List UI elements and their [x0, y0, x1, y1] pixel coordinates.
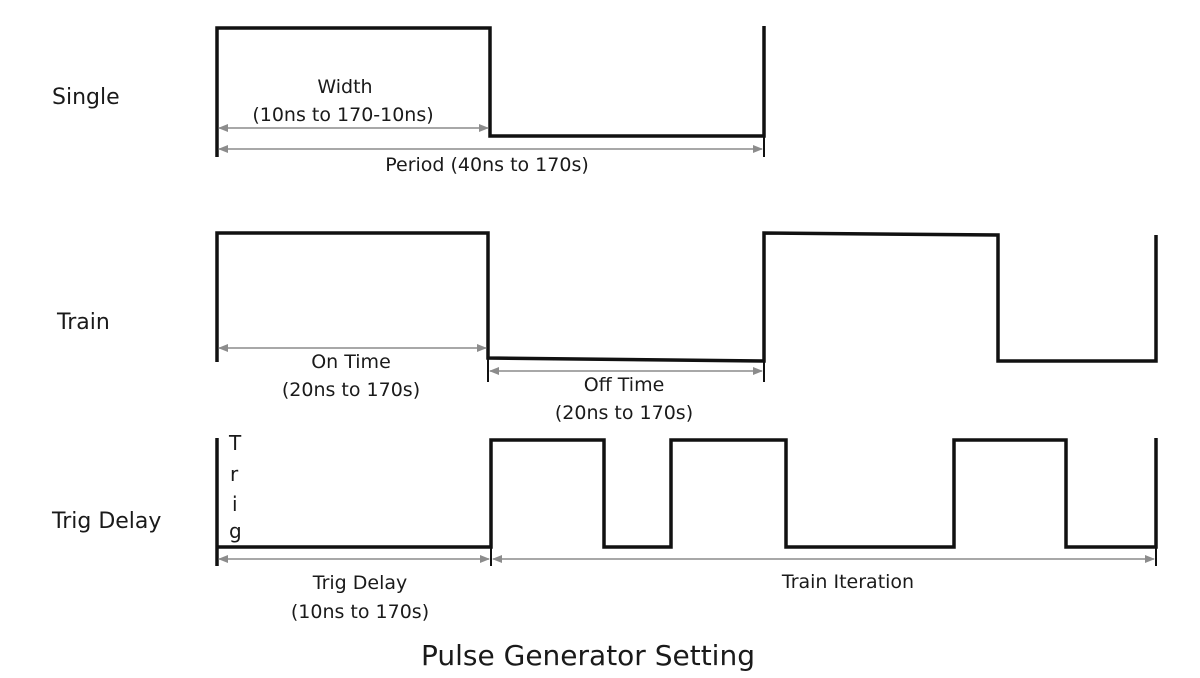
trig-letter-t: T — [228, 431, 242, 455]
trig-letter-r: r — [230, 462, 239, 486]
diagram-title: Pulse Generator Setting — [421, 639, 755, 672]
trig-delay-row-label: Trig Delay — [51, 509, 161, 534]
single-row-label: Single — [52, 85, 120, 110]
off-time-range-label: (20ns to 170s) — [555, 402, 693, 424]
trig-letter-i: i — [232, 492, 238, 516]
trig-delay-range-label: (10ns to 170s) — [291, 601, 429, 623]
trig-delay-row: Trig Delay T r i g Trig Delay (10ns to 1… — [51, 431, 1158, 623]
off-time-label: Off Time — [584, 374, 665, 396]
trig-delay-waveform — [217, 438, 1158, 549]
trig-letter-g: g — [229, 519, 242, 543]
trig-delay-label: Trig Delay — [312, 572, 408, 594]
train-row: Train On Time (20ns to 170s) Off Time (2… — [56, 231, 1158, 424]
train-waveform — [215, 231, 1158, 363]
on-time-label: On Time — [311, 351, 391, 373]
width-range-label: (10ns to 170-10ns) — [252, 104, 433, 126]
single-row: Single Width (10ns to 170-10ns) Period (… — [52, 26, 766, 176]
width-label: Width — [317, 76, 372, 98]
single-waveform — [215, 26, 766, 157]
period-label: Period (40ns to 170s) — [385, 154, 589, 176]
train-iteration-label: Train Iteration — [781, 571, 914, 593]
train-row-label: Train — [56, 310, 110, 335]
on-time-range-label: (20ns to 170s) — [282, 379, 420, 401]
